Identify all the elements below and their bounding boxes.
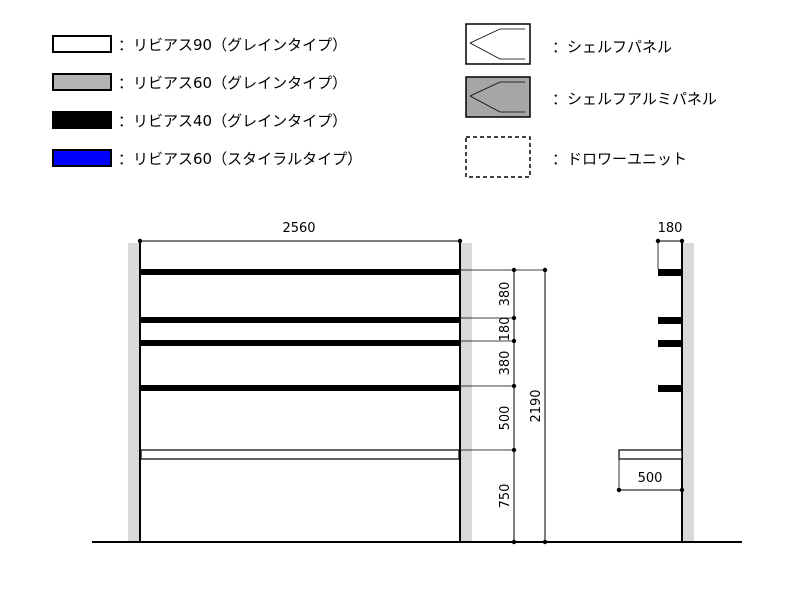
total-height-dot-bottom	[542, 539, 548, 545]
legend-swatch-ribias40-grain	[52, 111, 112, 129]
legend-swatch-ribias60-stylal	[52, 149, 112, 167]
front-shelf-3	[140, 340, 460, 346]
spacing-label-5: 750	[498, 484, 513, 509]
side-shelf-1	[658, 269, 682, 276]
legend-label-ribias40-grain: ：リビアス40（グレインタイプ）	[118, 112, 348, 130]
spacing-dot-3	[511, 338, 517, 344]
legend-swatch-ribias60-grain	[52, 73, 112, 91]
front-shelf-panel	[140, 449, 460, 460]
legend-label-ribias60-grain: ：リビアス60（グレインタイプ）	[118, 74, 348, 92]
side-depth-dot-right	[679, 238, 685, 244]
front-shelf-4	[140, 385, 460, 391]
legend-swatch-shelf-aluminum-panel	[465, 76, 531, 118]
legend-label-drawer-unit: ：ドロワーユニット	[552, 150, 688, 168]
side-wall	[683, 243, 694, 542]
side-shelf-4	[658, 385, 682, 392]
legend-swatch-drawer-unit	[465, 136, 531, 178]
front-right-wall	[460, 243, 472, 542]
legend-label-shelf-aluminum-panel: ：シェルフアルミパネル	[552, 90, 717, 108]
legend-label-shelf-panel: ：シェルフパネル	[552, 38, 673, 56]
side-shelf-3	[658, 340, 682, 347]
side-shelf-panel	[618, 449, 683, 460]
front-shelf-2	[140, 317, 460, 323]
spacing-dot-6	[511, 539, 517, 545]
shelf-depth-dot-right	[679, 487, 685, 493]
side-depth-dot-left	[655, 238, 661, 244]
spacing-label-4: 500	[498, 406, 513, 431]
width-dimension-dot-right	[457, 238, 463, 244]
spacing-dot-4	[511, 383, 517, 389]
front-left-wall	[128, 243, 140, 542]
legend-label-ribias60-stylal: ：リビアス60（スタイラルタイプ）	[118, 150, 363, 168]
spacing-label-2: 180	[498, 317, 513, 342]
side-shelf-2	[658, 317, 682, 324]
spacing-dot-2	[511, 315, 517, 321]
legend-label-ribias90-grain: ：リビアス90（グレインタイプ）	[118, 36, 348, 54]
side-depth-label: 180	[658, 221, 683, 236]
spacing-dot-1	[511, 267, 517, 273]
spacing-label-3: 380	[498, 351, 513, 376]
total-height-label: 2190	[529, 389, 544, 422]
total-height-dot-top	[542, 267, 548, 273]
shelf-depth-dot-left	[616, 487, 622, 493]
front-shelf-1	[140, 269, 460, 275]
width-dimension-dot-left	[137, 238, 143, 244]
width-dimension-label: 2560	[282, 221, 315, 236]
spacing-label-1: 380	[498, 282, 513, 307]
legend-swatch-shelf-panel	[465, 23, 531, 65]
legend-swatch-ribias90-grain	[52, 35, 112, 53]
spacing-dot-5	[511, 447, 517, 453]
shelf-depth-label: 500	[638, 471, 663, 486]
